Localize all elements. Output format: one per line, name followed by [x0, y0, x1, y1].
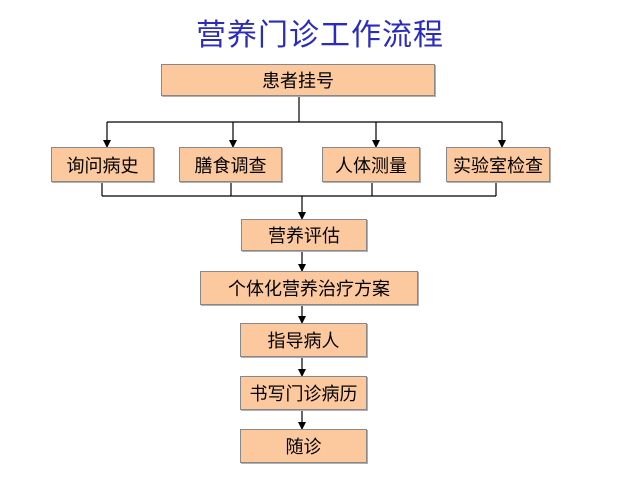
step-diet-survey: 膳食调查	[179, 147, 282, 182]
step-records: 书写门诊病历	[240, 376, 367, 410]
step-assessment: 营养评估	[241, 219, 367, 251]
step-history: 询问病史	[51, 147, 154, 182]
step-follow-up: 随诊	[240, 429, 367, 463]
step-plan: 个体化营养治疗方案	[200, 271, 418, 305]
step-guidance: 指导病人	[240, 323, 367, 357]
step-body-measurement: 人体测量	[322, 147, 420, 182]
step-lab-tests: 实验室检查	[446, 147, 550, 182]
step-registration: 患者挂号	[161, 64, 435, 96]
diagram-title: 营养门诊工作流程	[196, 18, 444, 53]
